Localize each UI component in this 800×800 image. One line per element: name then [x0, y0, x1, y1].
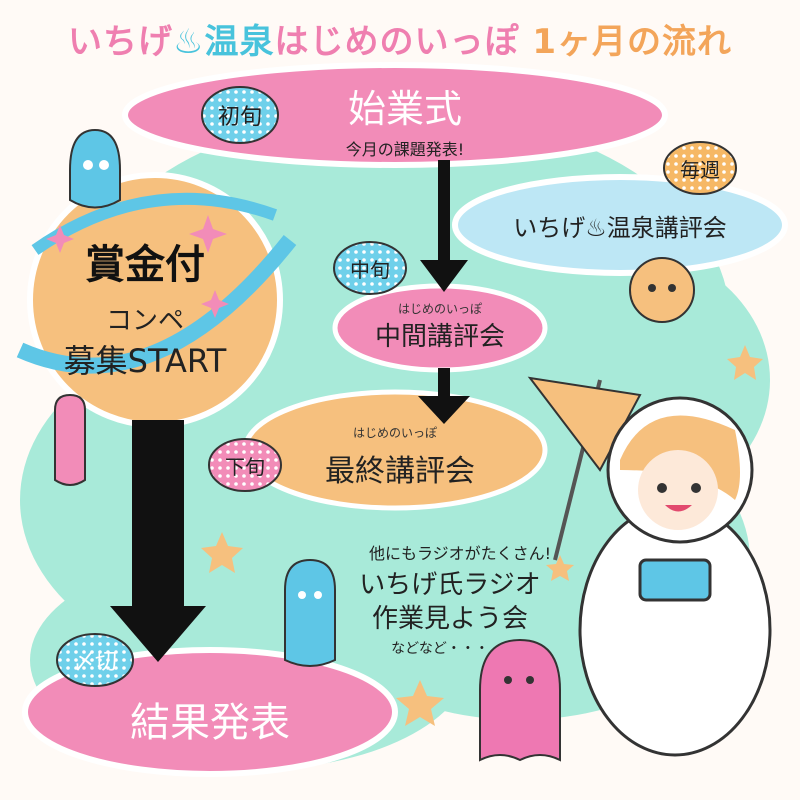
badge-late: 下旬: [225, 454, 265, 479]
page-title: いちげ♨温泉はじめのいっぽ 1ヶ月の流れ: [0, 14, 800, 63]
title-part-1: いちげ: [68, 22, 173, 62]
badge-weekly: 毎週: [680, 157, 720, 182]
others-line-2: いちげ氏ラジオ: [359, 570, 541, 600]
contest-line-2: コンペ: [105, 306, 185, 336]
badge-early: 初旬: [217, 105, 262, 130]
badge-deadline: 〆切: [72, 650, 117, 675]
results-announcement-label: 結果発表: [130, 700, 290, 746]
contest-line-3: 募集START: [63, 342, 227, 380]
mid-review-label: 中間講評会: [374, 322, 506, 352]
mid-review-ruby: はじめのいっぽ: [397, 302, 483, 316]
weekly-cloud: [452, 174, 788, 276]
badge-shapes: [56, 86, 737, 687]
others-line-3: 作業見よう会: [371, 604, 529, 634]
planet: [16, 172, 297, 428]
sparkles: [46, 215, 229, 318]
others-line-4: などなど・・・: [391, 641, 489, 657]
pink-creature-left: [54, 393, 86, 486]
blue-creature-top: [69, 128, 121, 209]
pink-ghost: [479, 638, 561, 762]
blue-creature-bottom: [284, 558, 336, 667]
late-review-ruby: はじめのいっぽ: [352, 426, 438, 440]
title-part-4: 1ヶ月の流れ: [532, 22, 732, 62]
pink-banner-top: [122, 62, 668, 168]
opening-ceremony-heading: 始業式: [347, 87, 463, 131]
badge-mid: 中旬: [350, 257, 390, 282]
weekly-review-label: いちげ♨温泉講評会: [513, 214, 727, 242]
others-line-1: 他にもラジオがたくさん!: [368, 544, 552, 563]
orange-creature: [629, 257, 695, 323]
astronaut-character: [578, 396, 772, 757]
title-part-2: ♨温泉: [173, 22, 275, 62]
title-part-3: はじめのいっぽ: [274, 22, 520, 62]
opening-ceremony-sub: 今月の課題発表!: [345, 140, 465, 159]
stars: [201, 345, 763, 726]
late-review-label: 最終講評会: [325, 454, 475, 489]
contest-prize-line: 賞金付: [85, 242, 205, 288]
arrows: [110, 160, 470, 662]
